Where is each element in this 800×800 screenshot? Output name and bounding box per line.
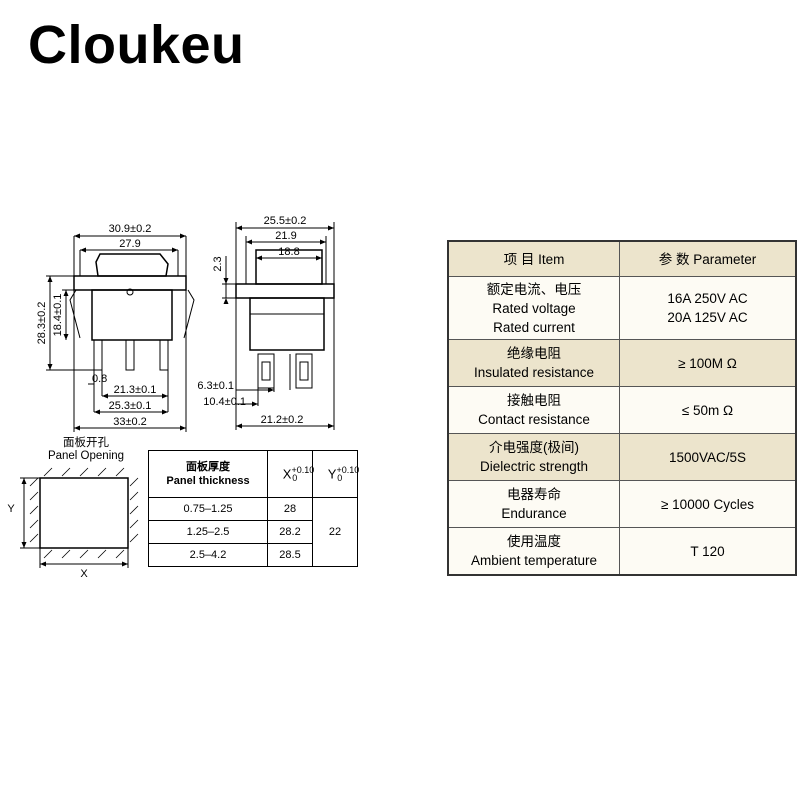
dim-front-width: 30.9±0.2 xyxy=(109,223,152,235)
front-view xyxy=(46,235,195,432)
col-x-header: X+0.100 xyxy=(267,450,314,498)
dim-front-gap: 0.8 xyxy=(92,373,107,385)
dim-side-flange-height: 2.3 xyxy=(212,256,224,271)
dim-front-body-height: 18.4±0.1 xyxy=(52,294,64,337)
dim-side-flange: 21.9 xyxy=(275,230,296,242)
spec-item-cell: 使用温度 Ambient temperature xyxy=(447,527,620,576)
dim-side-width: 25.5±0.2 xyxy=(264,215,307,227)
spec-item-cell: 接触电阻 Contact resistance xyxy=(447,386,620,434)
spec-param-cell: 1500VAC/5S xyxy=(619,433,797,481)
panel-opening-title: 面板开孔 Panel Opening xyxy=(30,437,142,463)
spec-item-cell: 介电强度(极间) Dielectric strength xyxy=(447,433,620,481)
table-row: 介电强度(极间) Dielectric strength 1500VAC/5S xyxy=(447,433,797,481)
table-row: 使用温度 Ambient temperature T 120 xyxy=(447,527,797,576)
panel-axis-y: Y xyxy=(7,503,15,515)
table-row: 额定电流、电压 Rated voltage Rated current 16A … xyxy=(447,276,797,340)
panel-thickness-table: 面板厚度 Panel thickness X+0.100 Y+0.100 0.7… xyxy=(148,450,359,567)
table-row: 接触电阻 Contact resistance ≤ 50m Ω xyxy=(447,386,797,434)
spec-header-item: 项 目 Item xyxy=(447,240,620,277)
table-row: 绝缘电阻 Insulated resistance ≥ 100M Ω xyxy=(447,339,797,387)
table-row: 2.5–4.2 28.5 xyxy=(148,543,358,567)
spec-param-cell: ≥ 100M Ω xyxy=(619,339,797,387)
dim-front-height: 28.3±0.2 xyxy=(36,302,48,345)
dim-side-terminal-1: 6.3±0.1 xyxy=(197,380,234,392)
x-cell: 28.2 xyxy=(267,520,313,544)
table-row: 1.25–2.5 28.2 xyxy=(148,520,358,544)
dim-front-terminal-span: 21.3±0.1 xyxy=(114,384,157,396)
panel-opening-title-cn: 面板开孔 xyxy=(63,437,109,449)
dim-side-terminal-2: 10.4±0.1 xyxy=(203,396,246,408)
col-y-header: Y+0.100 xyxy=(312,450,359,498)
spec-param-cell: T 120 xyxy=(619,527,797,576)
dim-front-rocker: 27.9 xyxy=(119,238,140,250)
y-cell: 22 xyxy=(312,497,358,567)
panel-table-header-row: 面板厚度 Panel thickness X+0.100 Y+0.100 xyxy=(148,450,359,498)
dim-front-total: 33±0.2 xyxy=(113,416,147,428)
table-row: 电器寿命 Endurance ≥ 10000 Cycles xyxy=(447,480,797,528)
spec-header-row: 项 目 Item 参 数 Parameter xyxy=(447,240,797,277)
spec-param-cell: ≤ 50m Ω xyxy=(619,386,797,434)
dim-side-body: 21.2±0.2 xyxy=(261,414,304,426)
dim-front-terminal-outer: 25.3±0.1 xyxy=(109,400,152,412)
spec-header-param: 参 数 Parameter xyxy=(619,240,797,277)
spec-item-cell: 绝缘电阻 Insulated resistance xyxy=(447,339,620,387)
brand-title: Cloukeu xyxy=(28,15,245,75)
side-view xyxy=(222,222,335,430)
spec-item-cell: 电器寿命 Endurance xyxy=(447,480,620,528)
spec-param-cell: 16A 250V AC 20A 125V AC xyxy=(619,276,797,340)
dim-side-top: 18.8 xyxy=(278,246,299,258)
x-cell: 28 xyxy=(267,497,313,521)
table-row: 0.75–1.25 28 22 xyxy=(148,497,358,567)
panel-opening-title-en: Panel Opening xyxy=(47,450,125,462)
thickness-cell: 2.5–4.2 xyxy=(148,543,268,567)
spec-item-cell: 额定电流、电压 Rated voltage Rated current xyxy=(447,276,620,340)
panel-axis-x: X xyxy=(80,568,88,580)
thickness-cell: 1.25–2.5 xyxy=(148,520,268,544)
panel-opening-drawing xyxy=(20,467,139,568)
spec-param-cell: ≥ 10000 Cycles xyxy=(619,480,797,528)
x-cell: 28.5 xyxy=(267,543,313,567)
spec-table: 项 目 Item 参 数 Parameter 额定电流、电压 Rated vol… xyxy=(447,240,797,576)
thickness-cell: 0.75–1.25 xyxy=(148,497,268,521)
panel-thickness-header: 面板厚度 Panel thickness xyxy=(148,450,268,498)
